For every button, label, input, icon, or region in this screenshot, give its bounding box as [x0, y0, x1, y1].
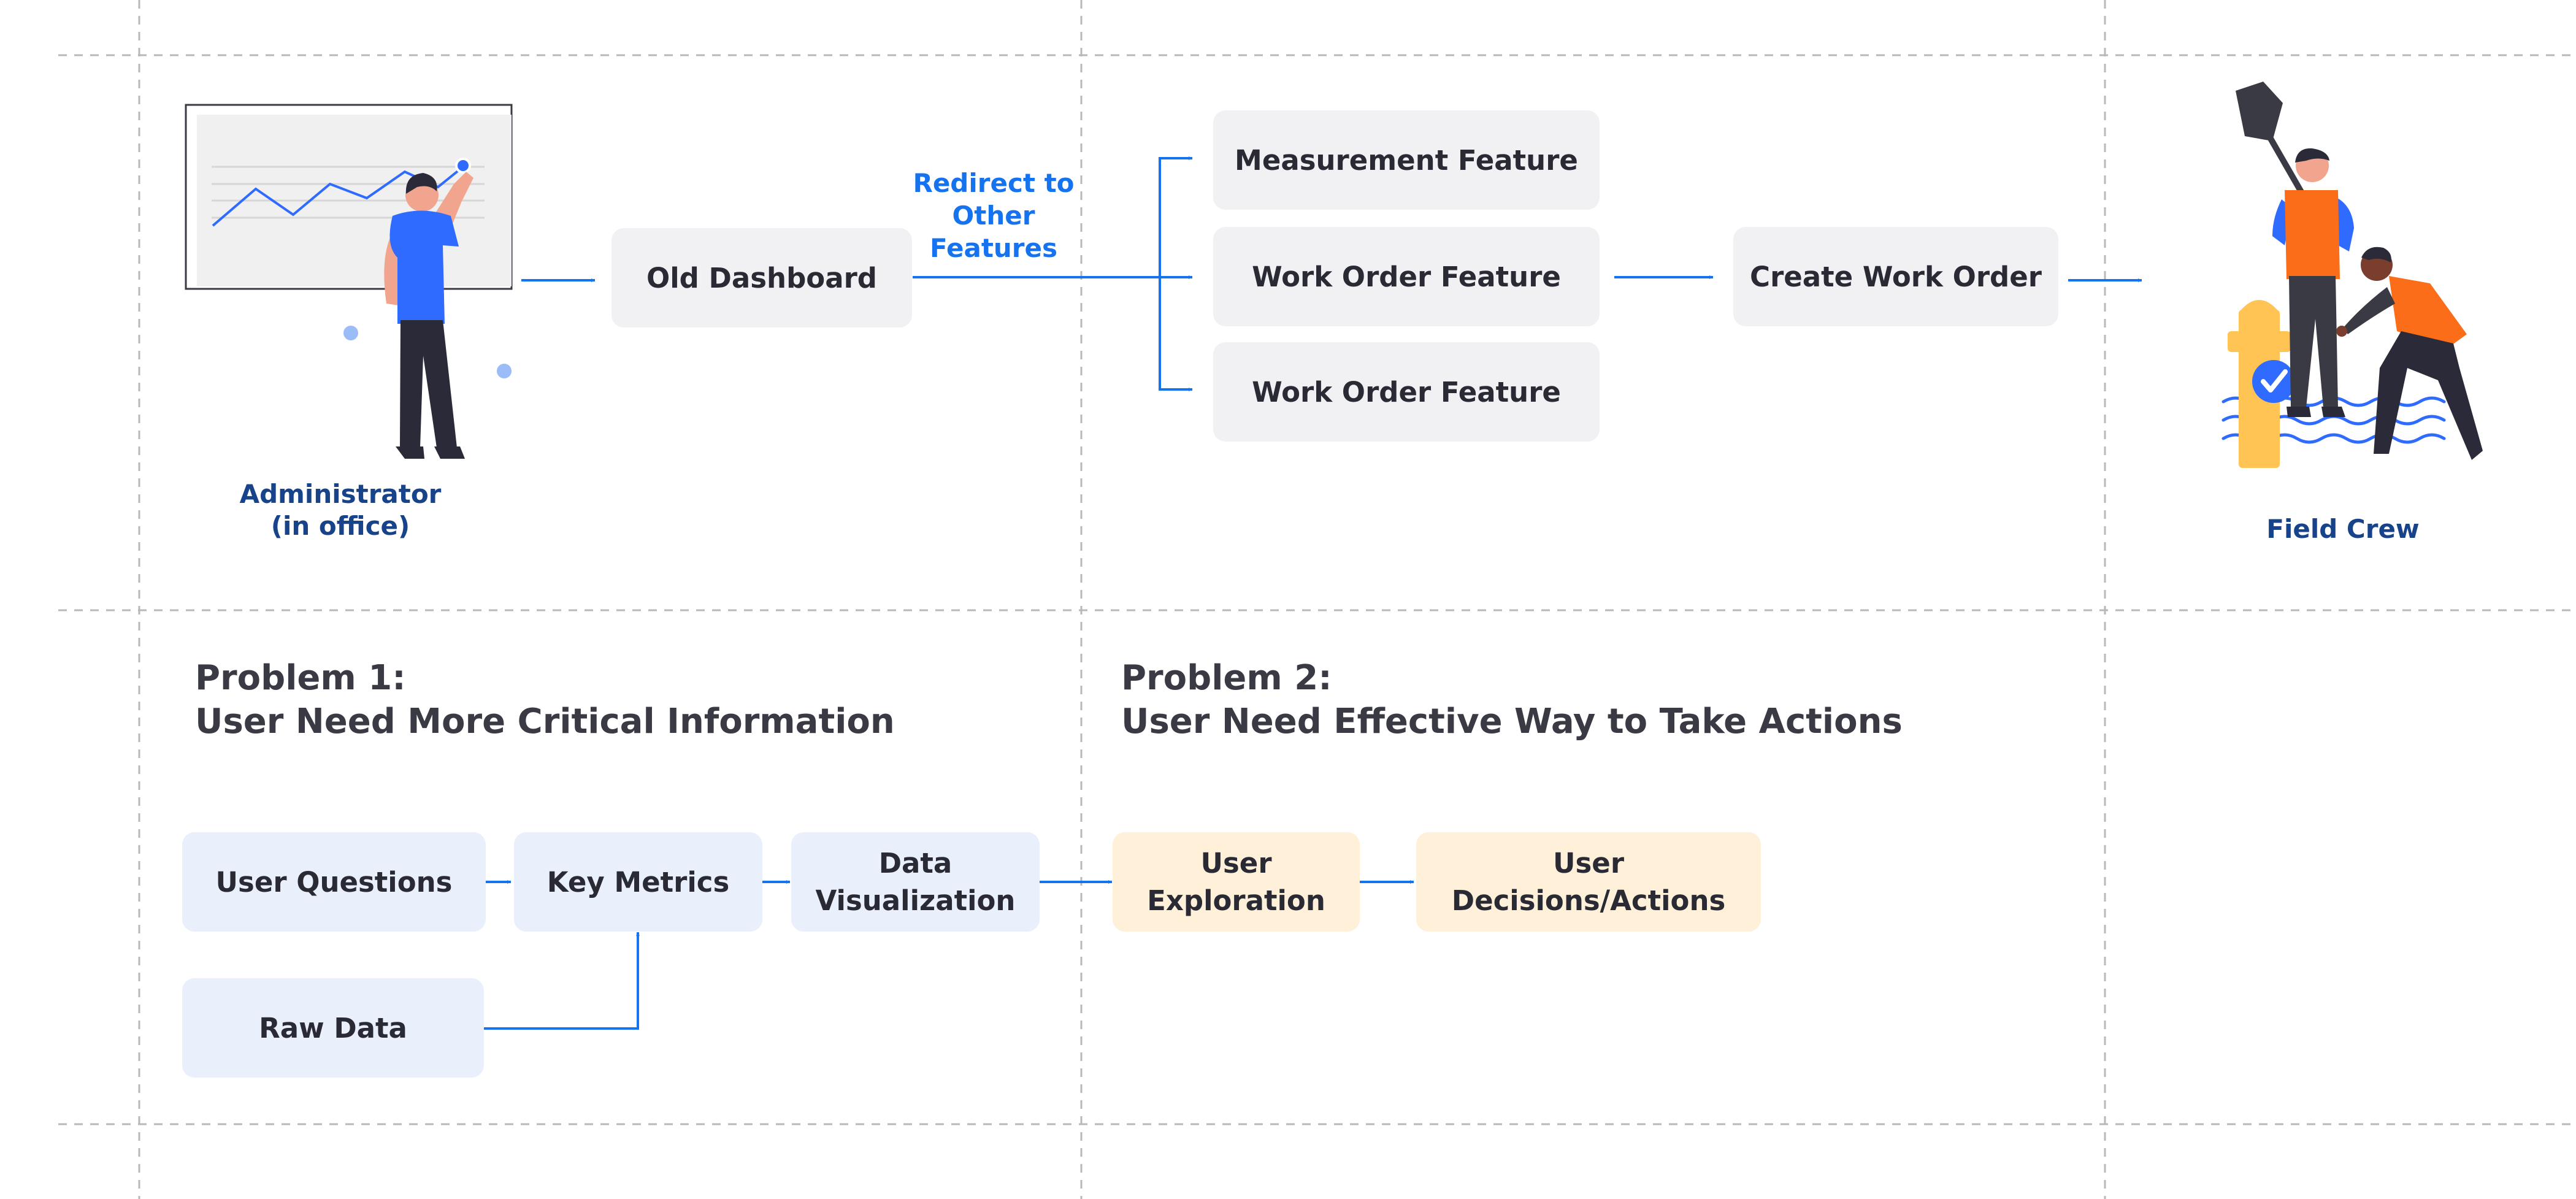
user-exploration-box: User Exploration — [1113, 832, 1360, 932]
user-exploration-text: User Exploration — [1147, 847, 1325, 917]
grid-lines — [58, 0, 2576, 1199]
chart-highlight-dot — [455, 158, 471, 174]
floating-dot-right — [497, 364, 512, 378]
user-questions-box: User Questions — [182, 832, 486, 932]
administrator-label: Administrator (in office) — [239, 479, 442, 541]
checkmark-glyph — [2261, 369, 2288, 393]
problem1-heading: Problem 1: User Need More Critical Infor… — [195, 658, 895, 741]
feature-branch-bottom — [1159, 277, 1192, 391]
old-dashboard-text: Old Dashboard — [646, 261, 877, 294]
field-crew-illustration — [2221, 82, 2483, 468]
work-order-feature-box: Work Order Feature — [1213, 227, 1600, 326]
problem2-heading: Problem 2: User Need Effective Way to Ta… — [1121, 658, 1903, 741]
field-crew-label: Field Crew — [2266, 514, 2420, 544]
create-work-order-box: Create Work Order — [1733, 227, 2058, 326]
user-questions-text: User Questions — [215, 865, 453, 898]
work-order-feature-text: Work Order Feature — [1252, 260, 1561, 293]
crouching-worker — [2336, 247, 2483, 460]
measurement-feature-text: Measurement Feature — [1235, 144, 1578, 177]
data-visualization-box: Data Visualization — [791, 832, 1040, 932]
measurement-feature-box: Measurement Feature — [1213, 110, 1600, 210]
key-metrics-text: Key Metrics — [546, 865, 730, 898]
checkmark-badge-icon — [2252, 360, 2295, 403]
key-metrics-box: Key Metrics — [514, 832, 762, 932]
standing-worker — [2272, 148, 2354, 417]
user-decisions-text: User Decisions/Actions — [1451, 847, 1726, 917]
raw-data-text: Raw Data — [259, 1011, 407, 1044]
feature-branch-top — [1159, 156, 1192, 277]
raw-data-box: Raw Data — [182, 978, 484, 1078]
old-dashboard-box: Old Dashboard — [611, 228, 912, 328]
user-decisions-box: User Decisions/Actions — [1416, 832, 1761, 932]
data-visualization-text: Data Visualization — [815, 847, 1016, 917]
administrator-figure — [384, 172, 473, 459]
work-order-feature-box-2: Work Order Feature — [1213, 342, 1600, 442]
raw-data-to-metrics-arrow — [483, 932, 640, 1030]
connector-lines — [483, 156, 2142, 1030]
create-work-order-text: Create Work Order — [1750, 260, 2042, 293]
shovel-blade — [2236, 82, 2283, 141]
work-order-feature-text-2: Work Order Feature — [1252, 375, 1561, 408]
redirect-label: Redirect to Other Features — [913, 168, 1075, 263]
administrator-chart-illustration — [185, 104, 513, 459]
floating-dot-left — [343, 326, 358, 340]
